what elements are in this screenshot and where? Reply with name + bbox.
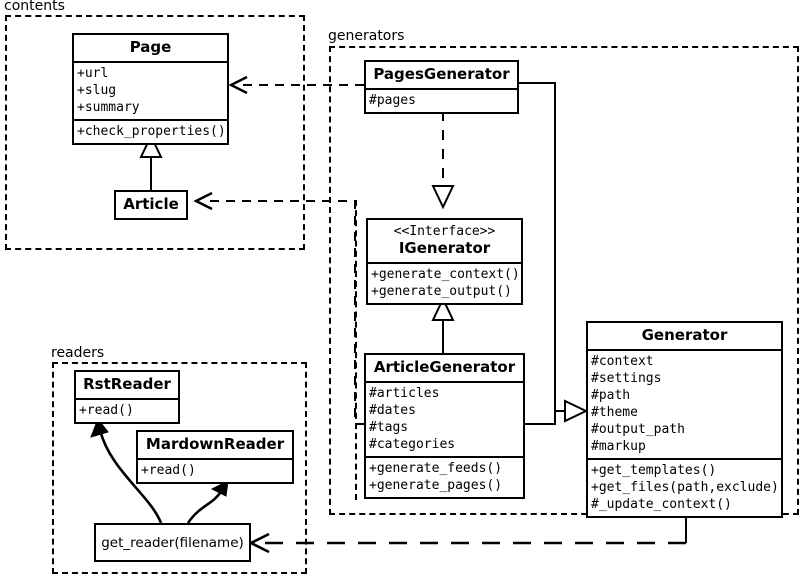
operation-row: +get_files(path,exclude): [591, 480, 779, 495]
operation-row: +generate_pages(): [369, 478, 503, 493]
class-generator-operations: +get_templates() +get_files(path,exclude…: [588, 460, 781, 516]
package-contents-border: [5, 15, 305, 250]
package-readers-label: readers: [49, 345, 107, 361]
class-generator[interactable]: Generator #context #settings #path #them…: [586, 321, 783, 518]
function-get-reader-label: get_reader(filename): [101, 534, 244, 551]
attribute-row: #path: [591, 388, 631, 403]
attribute-row: #settings: [591, 371, 662, 386]
class-igenerator-stereotype: <<Interface>>: [393, 224, 496, 239]
attribute-row: #pages: [369, 93, 416, 108]
relationship-getreader-uses-rstreader: [90, 417, 163, 524]
class-mardownreader[interactable]: MardownReader +read(): [136, 430, 294, 484]
attribute-row: #dates: [369, 403, 416, 418]
class-articlegenerator-name: ArticleGenerator: [373, 358, 516, 376]
package-generators-label: generators: [326, 28, 407, 44]
class-pagesgenerator-title: PagesGenerator: [366, 62, 517, 90]
class-page-name: Page: [129, 38, 172, 56]
class-rstreader-operations: +read(): [76, 400, 178, 422]
relationship-pagesgenerator-realizes-igenerator: [431, 111, 455, 210]
attribute-row: #categories: [369, 437, 456, 452]
operation-row: +generate_output(): [371, 284, 512, 299]
attribute-row: +slug: [77, 83, 117, 98]
operation-row: #_update_context(): [591, 497, 732, 512]
attribute-row: #articles: [369, 386, 440, 401]
relationship-pagesgenerator-depends-page: [228, 75, 364, 95]
package-generators-inner: [355, 200, 735, 500]
relationship-articlegenerator-generalizes-generator: [525, 399, 589, 425]
package-generators-inner-border: [355, 200, 735, 500]
class-igenerator-operations: +generate_context() +generate_output(): [368, 264, 521, 303]
attribute-row: #theme: [591, 405, 638, 420]
class-igenerator-name: IGenerator: [398, 239, 491, 257]
class-pagesgenerator-attributes: #pages: [366, 90, 517, 112]
relationship-article-generalizes-page: [139, 133, 163, 192]
operation-row: +read(): [141, 463, 196, 478]
class-articlegenerator-title: ArticleGenerator: [366, 355, 523, 383]
class-page[interactable]: Page +url +slug +summary +check_properti…: [72, 33, 229, 145]
operation-row: +generate_context(): [371, 267, 520, 282]
class-article-title: Article: [116, 192, 186, 218]
class-rstreader-title: RstReader: [76, 372, 178, 400]
operation-row: +generate_feeds(): [369, 461, 503, 476]
class-page-operations: +check_properties(): [74, 121, 227, 143]
relationship-articlegenerator-generalizes-igenerator: [431, 296, 455, 355]
class-igenerator[interactable]: <<Interface>> IGenerator +generate_conte…: [366, 218, 523, 305]
class-pagesgenerator-name: PagesGenerator: [373, 65, 510, 83]
class-igenerator-title: <<Interface>> IGenerator: [368, 220, 521, 264]
package-contents-label: contents: [2, 0, 67, 14]
class-articlegenerator[interactable]: ArticleGenerator #articles #dates #tags …: [364, 353, 525, 499]
class-rstreader-name: RstReader: [83, 375, 171, 393]
class-articlegenerator-operations: +generate_feeds() +generate_pages(): [366, 458, 523, 497]
package-generators-border: [329, 46, 799, 515]
class-page-attributes: +url +slug +summary: [74, 63, 227, 121]
class-pagesgenerator[interactable]: PagesGenerator #pages: [364, 60, 519, 114]
relationship-getreader-uses-mardownreader: [186, 480, 229, 524]
class-mardownreader-name: MardownReader: [145, 435, 285, 453]
class-article[interactable]: Article: [114, 190, 188, 220]
class-page-title: Page: [74, 35, 227, 63]
package-contents: contents: [2, 0, 305, 250]
package-readers-border: [52, 362, 307, 574]
class-generator-attributes: #context #settings #path #theme #output_…: [588, 351, 781, 460]
class-rstreader[interactable]: RstReader +read(): [74, 370, 180, 424]
package-generators: generators: [326, 28, 799, 515]
class-mardownreader-title: MardownReader: [138, 432, 292, 460]
attribute-row: #tags: [369, 420, 409, 435]
attribute-row: +summary: [77, 100, 140, 115]
package-readers: readers: [49, 345, 307, 574]
operation-row: +check_properties(): [77, 124, 226, 139]
function-get-reader[interactable]: get_reader(filename): [94, 523, 251, 562]
class-mardownreader-operations: +read(): [138, 460, 292, 482]
attribute-row: +url: [77, 66, 109, 81]
operation-row: +read(): [79, 403, 134, 418]
class-generator-title: Generator: [588, 323, 781, 351]
attribute-row: #context: [591, 354, 654, 369]
attribute-row: #markup: [591, 439, 646, 454]
class-article-name: Article: [123, 195, 179, 213]
class-articlegenerator-attributes: #articles #dates #tags #categories: [366, 383, 523, 458]
operation-row: +get_templates(): [591, 463, 717, 478]
attribute-row: #output_path: [591, 422, 685, 437]
class-generator-name: Generator: [641, 326, 728, 344]
